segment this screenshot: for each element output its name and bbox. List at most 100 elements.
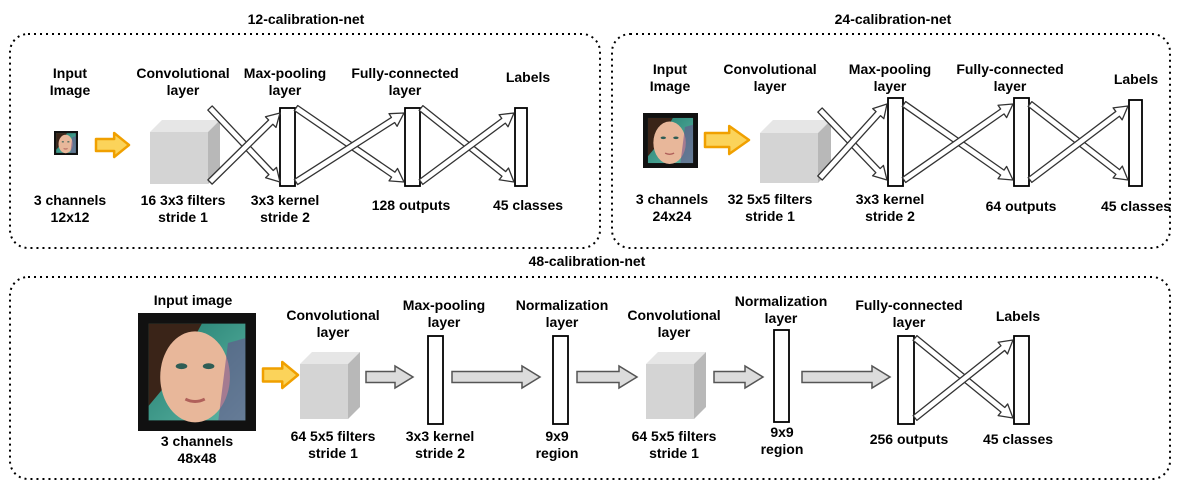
net48-conv1-header-line-2: layer xyxy=(317,324,350,340)
net12-fc-labels-connections-up xyxy=(418,112,515,186)
net48-norm1-caption-line-2: region xyxy=(536,445,579,461)
net48-norm1-header-line-1: Normalization xyxy=(516,297,609,313)
net24-input-arrow xyxy=(703,124,751,156)
net48-conv1-caption-line-2: stride 1 xyxy=(308,445,358,461)
net48-conv1-pool-arrow xyxy=(365,364,415,390)
net48-pool-header-line-2: layer xyxy=(428,314,461,330)
net48-pool-header-line-1: Max-pooling xyxy=(403,297,485,313)
net24-conv-caption-line-2: stride 1 xyxy=(745,208,795,224)
net12-input-image-clothing xyxy=(70,136,76,153)
net24-conv-header-line-2: layer xyxy=(754,78,787,94)
net12-pool-fc-connections-up xyxy=(293,112,405,186)
net24-conv-caption-line-1: 32 5x5 filters xyxy=(728,191,813,207)
net24-conv-pool-connections-up-shape xyxy=(817,103,888,181)
net48-conv2-block-side xyxy=(694,352,706,419)
net48-norm2-header-line-2: layer xyxy=(765,310,798,326)
net24-pool-layer xyxy=(887,97,904,187)
net48-input-arrow xyxy=(261,360,300,390)
net48-norm1-caption-line-1: 9x9 xyxy=(545,428,569,444)
net48-conv1-block xyxy=(300,352,360,419)
net12-pool-fc-connections-up-shape xyxy=(293,112,405,186)
net24-pool-header-line-1: Max-pooling xyxy=(849,61,931,77)
net48-pool-caption-line-1: 3x3 kernel xyxy=(406,428,475,444)
net12-labels-caption-line-1: 45 classes xyxy=(493,197,563,213)
net12-conv-block-front xyxy=(150,132,208,184)
net12-input-arrow xyxy=(94,131,131,159)
net24-labels-caption-line-1: 45 classes xyxy=(1101,198,1171,214)
net24-conv-block-front xyxy=(760,133,818,183)
diagram-content: InputImageConvolutionallayerMax-poolingl… xyxy=(34,61,1171,466)
net12-labels-header-line-1: Labels xyxy=(506,69,551,85)
net24-conv-block-top xyxy=(760,120,831,133)
net48-fc-header-line-1: Fully-connected xyxy=(855,297,962,313)
net12-input-caption-line-1: 3 channels xyxy=(34,192,107,208)
net48-conv1-caption-line-1: 64 5x5 filters xyxy=(291,428,376,444)
net48-conv1-block-top xyxy=(300,352,360,364)
net12-input-image-skin xyxy=(58,134,73,154)
net48-conv1-header-line-1: Convolutional xyxy=(286,307,379,323)
net48-input-image-skin xyxy=(160,331,230,423)
net48-norm2-caption-line-2: region xyxy=(761,441,804,457)
net48-labels-layer xyxy=(1013,335,1030,425)
net24-fc-labels-connections-up xyxy=(1027,105,1129,184)
net48-input-caption-line-1: 3 channels xyxy=(161,433,234,449)
net48-pool-norm1-arrow xyxy=(451,364,542,390)
net48-input-image xyxy=(138,313,256,431)
net12-conv-caption-line-1: 16 3x3 filters xyxy=(141,192,226,208)
net24-input-header-line-1: Input xyxy=(653,61,688,77)
net12-input-header-line-1: Input xyxy=(53,65,88,81)
net48-input-image-mouth xyxy=(184,397,206,403)
net24-labels-layer xyxy=(1128,99,1143,187)
net48-norm1-conv2-arrow xyxy=(576,364,639,390)
net12-pool-layer xyxy=(279,107,296,187)
net24-input-image-mouth xyxy=(664,152,675,155)
net24-conv-pool-connections-up xyxy=(817,103,888,181)
net48-conv2-block xyxy=(646,352,706,419)
net48-fc-labels-connections-up-shape xyxy=(912,339,1014,421)
net48-labels-header-line-1: Labels xyxy=(996,308,1041,324)
net48-conv2-block-top xyxy=(646,352,706,364)
net24-pool-fc-connections-up xyxy=(901,103,1014,184)
net48-conv1-block-front xyxy=(300,364,348,419)
net12-labels-layer xyxy=(514,107,528,187)
net48-conv2-block-front xyxy=(646,364,694,419)
net48-conv2-caption-line-1: 64 5x5 filters xyxy=(632,428,717,444)
net12-conv-block-side xyxy=(208,120,220,184)
net12-conv-header-line-2: layer xyxy=(167,82,200,98)
net48-fc-caption-line-1: 256 outputs xyxy=(870,431,949,447)
net48-conv2-caption-line-2: stride 1 xyxy=(649,445,699,461)
net24-pool-header-line-2: layer xyxy=(874,78,907,94)
net12-conv-pool-connections-up-shape xyxy=(207,112,281,185)
net48-norm1-layer xyxy=(552,335,569,425)
net12-pool-header-line-1: Max-pooling xyxy=(244,65,326,81)
net24-pool-fc-connections-up-shape xyxy=(901,103,1014,184)
net12-fc-header-line-1: Fully-connected xyxy=(351,65,458,81)
net48-norm1-header-line-2: layer xyxy=(546,314,579,330)
net48-fc-layer xyxy=(897,335,915,425)
net24-input-image-skin xyxy=(653,121,686,164)
net24-input-caption-line-1: 3 channels xyxy=(636,191,709,207)
net24-input-caption-line-2: 24x24 xyxy=(653,208,692,224)
net48-input-image-eye-right xyxy=(202,363,215,370)
net12-conv-block-top xyxy=(150,120,220,132)
net48-conv1-block-side xyxy=(348,352,360,419)
net48-input-header-line-1: Input image xyxy=(154,292,233,308)
net48-pool-caption-line-2: stride 2 xyxy=(415,445,465,461)
net48-conv2-norm2-arrow xyxy=(713,364,765,390)
net48-input-caption-line-2: 48x48 xyxy=(178,450,217,466)
net12-pool-caption-line-1: 3x3 kernel xyxy=(251,192,320,208)
net48-input-image-clothing xyxy=(218,338,246,421)
net12-conv-caption-line-2: stride 1 xyxy=(158,209,208,225)
net12-fc-layer xyxy=(404,107,421,187)
net24-fc-header-line-1: Fully-connected xyxy=(956,61,1063,77)
net24-input-image-eye-right xyxy=(673,136,679,140)
net24-input-image xyxy=(643,113,698,168)
net12-input-image-eye-left xyxy=(61,141,65,143)
net12-fc-labels-connections-up-shape xyxy=(418,112,515,186)
net48-labels-caption-line-1: 45 classes xyxy=(983,431,1053,447)
net48-title: 48-calibration-net xyxy=(529,253,646,269)
net48-norm2-header-line-1: Normalization xyxy=(735,293,828,309)
net12-conv-block xyxy=(150,120,220,184)
net24-title: 24-calibration-net xyxy=(835,11,952,27)
